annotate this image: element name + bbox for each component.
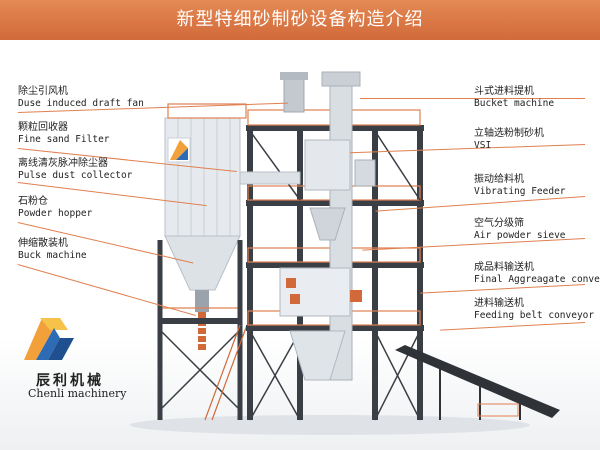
dust-collector-body <box>164 117 241 237</box>
conveyor-guard <box>477 403 519 417</box>
label-pulse-collector: 离线清灰脉冲除尘器 Pulse dust collector <box>18 158 132 182</box>
stairs <box>204 324 248 421</box>
title-banner: 新型特细砂制砂设备构造介绍 <box>0 0 600 40</box>
label-vsi: 立轴选粉制砂机 VSI <box>474 128 544 152</box>
collector-logo-mark-blue <box>176 148 188 160</box>
label-buck-machine-zh: 伸缩散装机 <box>18 238 68 249</box>
classifier-panel-3 <box>350 290 362 302</box>
label-pulse-collector-zh: 离线清灰脉冲除尘器 <box>18 158 108 169</box>
collector-bracing <box>159 329 241 411</box>
leader-line-bucket <box>360 98 585 99</box>
label-feeding-conveyor-zh: 进料输送机 <box>474 298 524 309</box>
air-classifier <box>279 267 351 317</box>
vsi-cone <box>309 207 346 241</box>
label-draft-fan: 除尘引风机 Duse induced draft fan <box>18 86 144 110</box>
air-duct <box>239 171 301 185</box>
label-draft-fan-zh: 除尘引风机 <box>18 86 68 97</box>
label-air-sieve-en: Air powder sieve <box>474 230 566 241</box>
final-aggregate-conveyor <box>395 345 560 418</box>
draft-fan-cap <box>280 72 308 80</box>
label-sand-filter: 颗粒回收器 Fine sand Filter <box>18 122 110 146</box>
label-vsi-en: VSI <box>474 140 492 151</box>
label-sand-filter-en: Fine sand Filter <box>18 134 110 145</box>
dust-collector-ribs <box>177 118 231 236</box>
label-vibrating-feeder-zh: 振动给料机 <box>474 174 524 185</box>
brand-name-en: Chenli machinery <box>28 387 127 400</box>
label-pulse-collector-en: Pulse dust collector <box>18 170 133 181</box>
vsi-housing <box>304 139 351 191</box>
brand-name-zh: 辰利机械 <box>36 373 104 389</box>
label-air-sieve: 空气分级筛 Air powder sieve <box>474 218 566 242</box>
label-vibrating-feeder-en: Vibrating Feeder <box>474 186 566 197</box>
label-buck-machine-en: Buck machine <box>18 250 87 261</box>
label-vibrating-feeder: 振动给料机 Vibrating Feeder <box>474 174 566 198</box>
label-draft-fan-en: Duse induced draft fan <box>18 98 144 109</box>
hopper-outlet <box>195 290 209 312</box>
collector-logo-mark <box>170 140 188 160</box>
powder-hopper <box>164 235 241 291</box>
label-buck-machine: 伸缩散装机 Buck machine <box>18 238 87 262</box>
label-bucket-machine-zh: 斗式进料提机 <box>474 86 534 97</box>
label-final-conveyor-zh: 成品料输送机 <box>474 262 534 273</box>
label-bucket-machine: 斗式进料提机 Bucket machine <box>474 86 554 110</box>
ground-shadow <box>130 415 530 435</box>
chenli-logo-icon <box>24 318 74 360</box>
label-sand-filter-zh: 颗粒回收器 <box>18 122 68 133</box>
tower-bracing <box>249 130 421 421</box>
label-feeding-conveyor-en: Feeding belt conveyor <box>474 310 595 321</box>
label-bucket-machine-en: Bucket machine <box>474 98 555 109</box>
label-feeding-conveyor: 进料输送机 Feeding belt conveyor <box>474 298 594 322</box>
label-final-conveyor-en: Final Aggreagate conveyor <box>474 274 600 285</box>
bucket-elevator-head <box>321 71 361 87</box>
left-platform <box>162 318 242 324</box>
label-powder-hopper-zh: 石粉仓 <box>18 196 48 207</box>
bulk-loader <box>198 312 206 350</box>
classifier-panel-2 <box>290 294 300 304</box>
collector-top-rail <box>167 103 247 119</box>
label-air-sieve-zh: 空气分级筛 <box>474 218 524 229</box>
draft-fan-stack <box>283 77 305 113</box>
label-vsi-zh: 立轴选粉制砂机 <box>474 128 544 139</box>
label-powder-hopper: 石粉仓 Powder hopper <box>18 196 92 220</box>
conveyor-supports <box>439 368 521 420</box>
classifier-panel-1 <box>286 278 296 288</box>
label-powder-hopper-en: Powder hopper <box>18 208 93 219</box>
vibrating-feeder <box>354 159 376 187</box>
classifier-hopper <box>289 330 346 381</box>
label-final-conveyor: 成品料输送机 Final Aggreagate conveyor <box>474 262 600 286</box>
